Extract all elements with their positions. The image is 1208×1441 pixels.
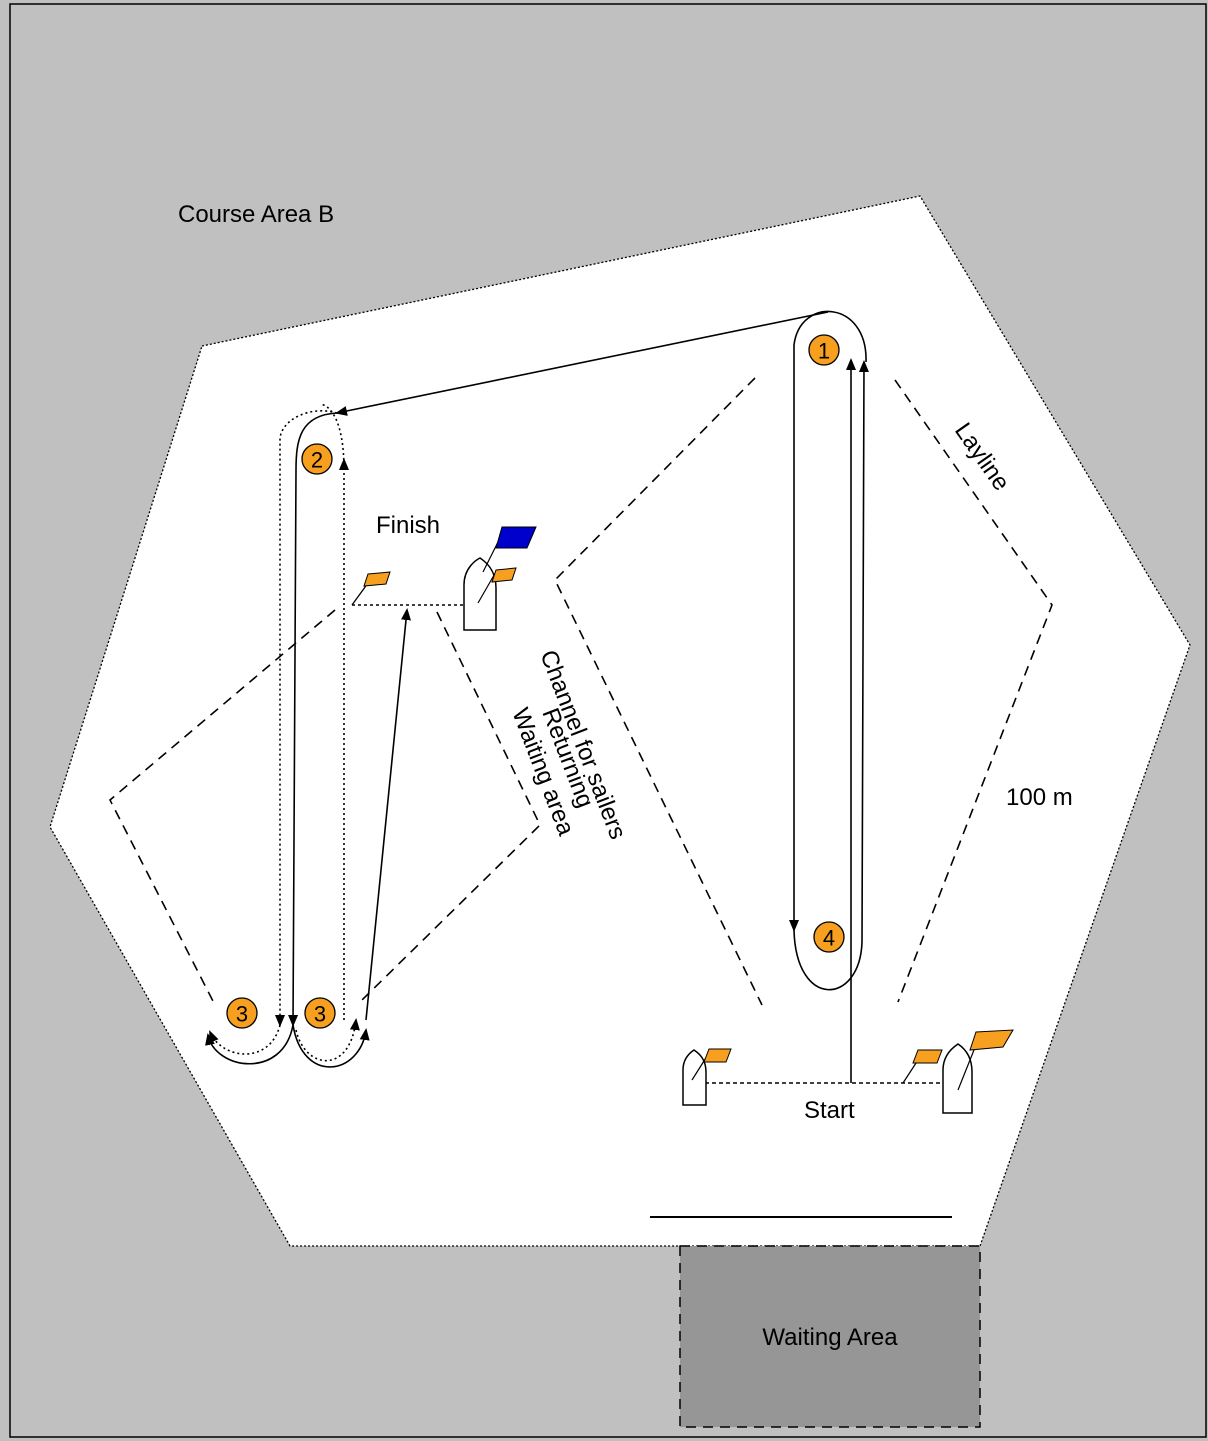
laylines	[554, 377, 1053, 1006]
course-area-label: Course Area B	[178, 201, 334, 228]
scale-label: 100 m	[1006, 784, 1073, 811]
mark-1: 1	[808, 334, 840, 366]
start-label: Start	[804, 1097, 855, 1124]
mark-4: 4	[813, 921, 845, 953]
finish-blue-flag	[495, 526, 537, 549]
waiting-area-label: Waiting Area	[762, 1324, 898, 1351]
returning-zone	[108, 609, 336, 1006]
mark-2-number: 2	[311, 448, 323, 473]
mark-1-number: 1	[818, 339, 830, 364]
start-committee-boat	[902, 1029, 1014, 1114]
mark-3-right: 3	[304, 997, 336, 1029]
finish-label: Finish	[376, 512, 440, 539]
waiting-area-box	[679, 1245, 981, 1428]
finish-committee-boat	[463, 526, 537, 631]
mark-2: 2	[301, 443, 333, 475]
mark-4-number: 4	[823, 926, 835, 951]
course-path	[205, 310, 869, 1083]
finish-pin-flag	[351, 571, 391, 606]
mark-3-left: 3	[226, 997, 258, 1029]
start-pin-boat	[682, 1048, 732, 1106]
mark-3-left-number: 3	[236, 1002, 248, 1027]
mark-3-right-number: 3	[314, 1002, 326, 1027]
